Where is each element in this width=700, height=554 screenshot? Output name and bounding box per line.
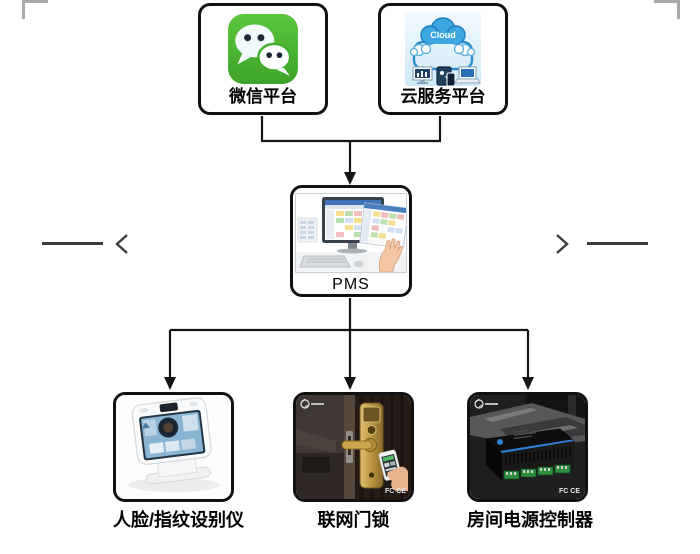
wechat-icon: [228, 14, 298, 84]
lock-cert-marks: FC CE: [385, 488, 406, 495]
cloud-platform-label: 云服务平台: [400, 87, 486, 106]
power-controller-label: 房间电源控制器: [467, 510, 593, 530]
door-lock-label: 联网门锁: [317, 510, 390, 530]
node-pms: PMS: [290, 185, 412, 297]
face-fingerprint-label: 人脸/指纹设别仪: [113, 510, 245, 530]
next-slide-edge-line: [587, 242, 648, 245]
power-cert-marks: FC CE: [559, 488, 580, 495]
crop-corner-top-left-icon: [22, 0, 48, 19]
chevron-left-icon[interactable]: [114, 233, 130, 255]
node-networked-door-lock: FC CE: [293, 392, 414, 502]
cloud-word: Cloud: [430, 30, 456, 40]
crop-corner-top-right-icon: [654, 0, 680, 19]
wechat-platform-label: 微信平台: [229, 87, 297, 106]
room-power-controller-photo: FC CE: [470, 395, 585, 499]
face-fingerprint-terminal-photo: [116, 395, 231, 499]
node-room-power-controller: FC CE: [467, 392, 588, 502]
node-wechat-platform: 微信平台: [198, 3, 328, 115]
node-face-fingerprint-terminal: [113, 392, 234, 502]
networked-door-lock-photo: FC CE: [296, 395, 411, 499]
chevron-right-icon[interactable]: [554, 233, 570, 255]
pms-software-screenshot: [295, 193, 407, 273]
cloud-platform-icon: Cloud: [405, 12, 481, 86]
pms-label: PMS: [332, 276, 370, 293]
prev-slide-edge-line: [42, 242, 103, 245]
node-cloud-platform: Cloud 云服务平台: [378, 3, 508, 115]
